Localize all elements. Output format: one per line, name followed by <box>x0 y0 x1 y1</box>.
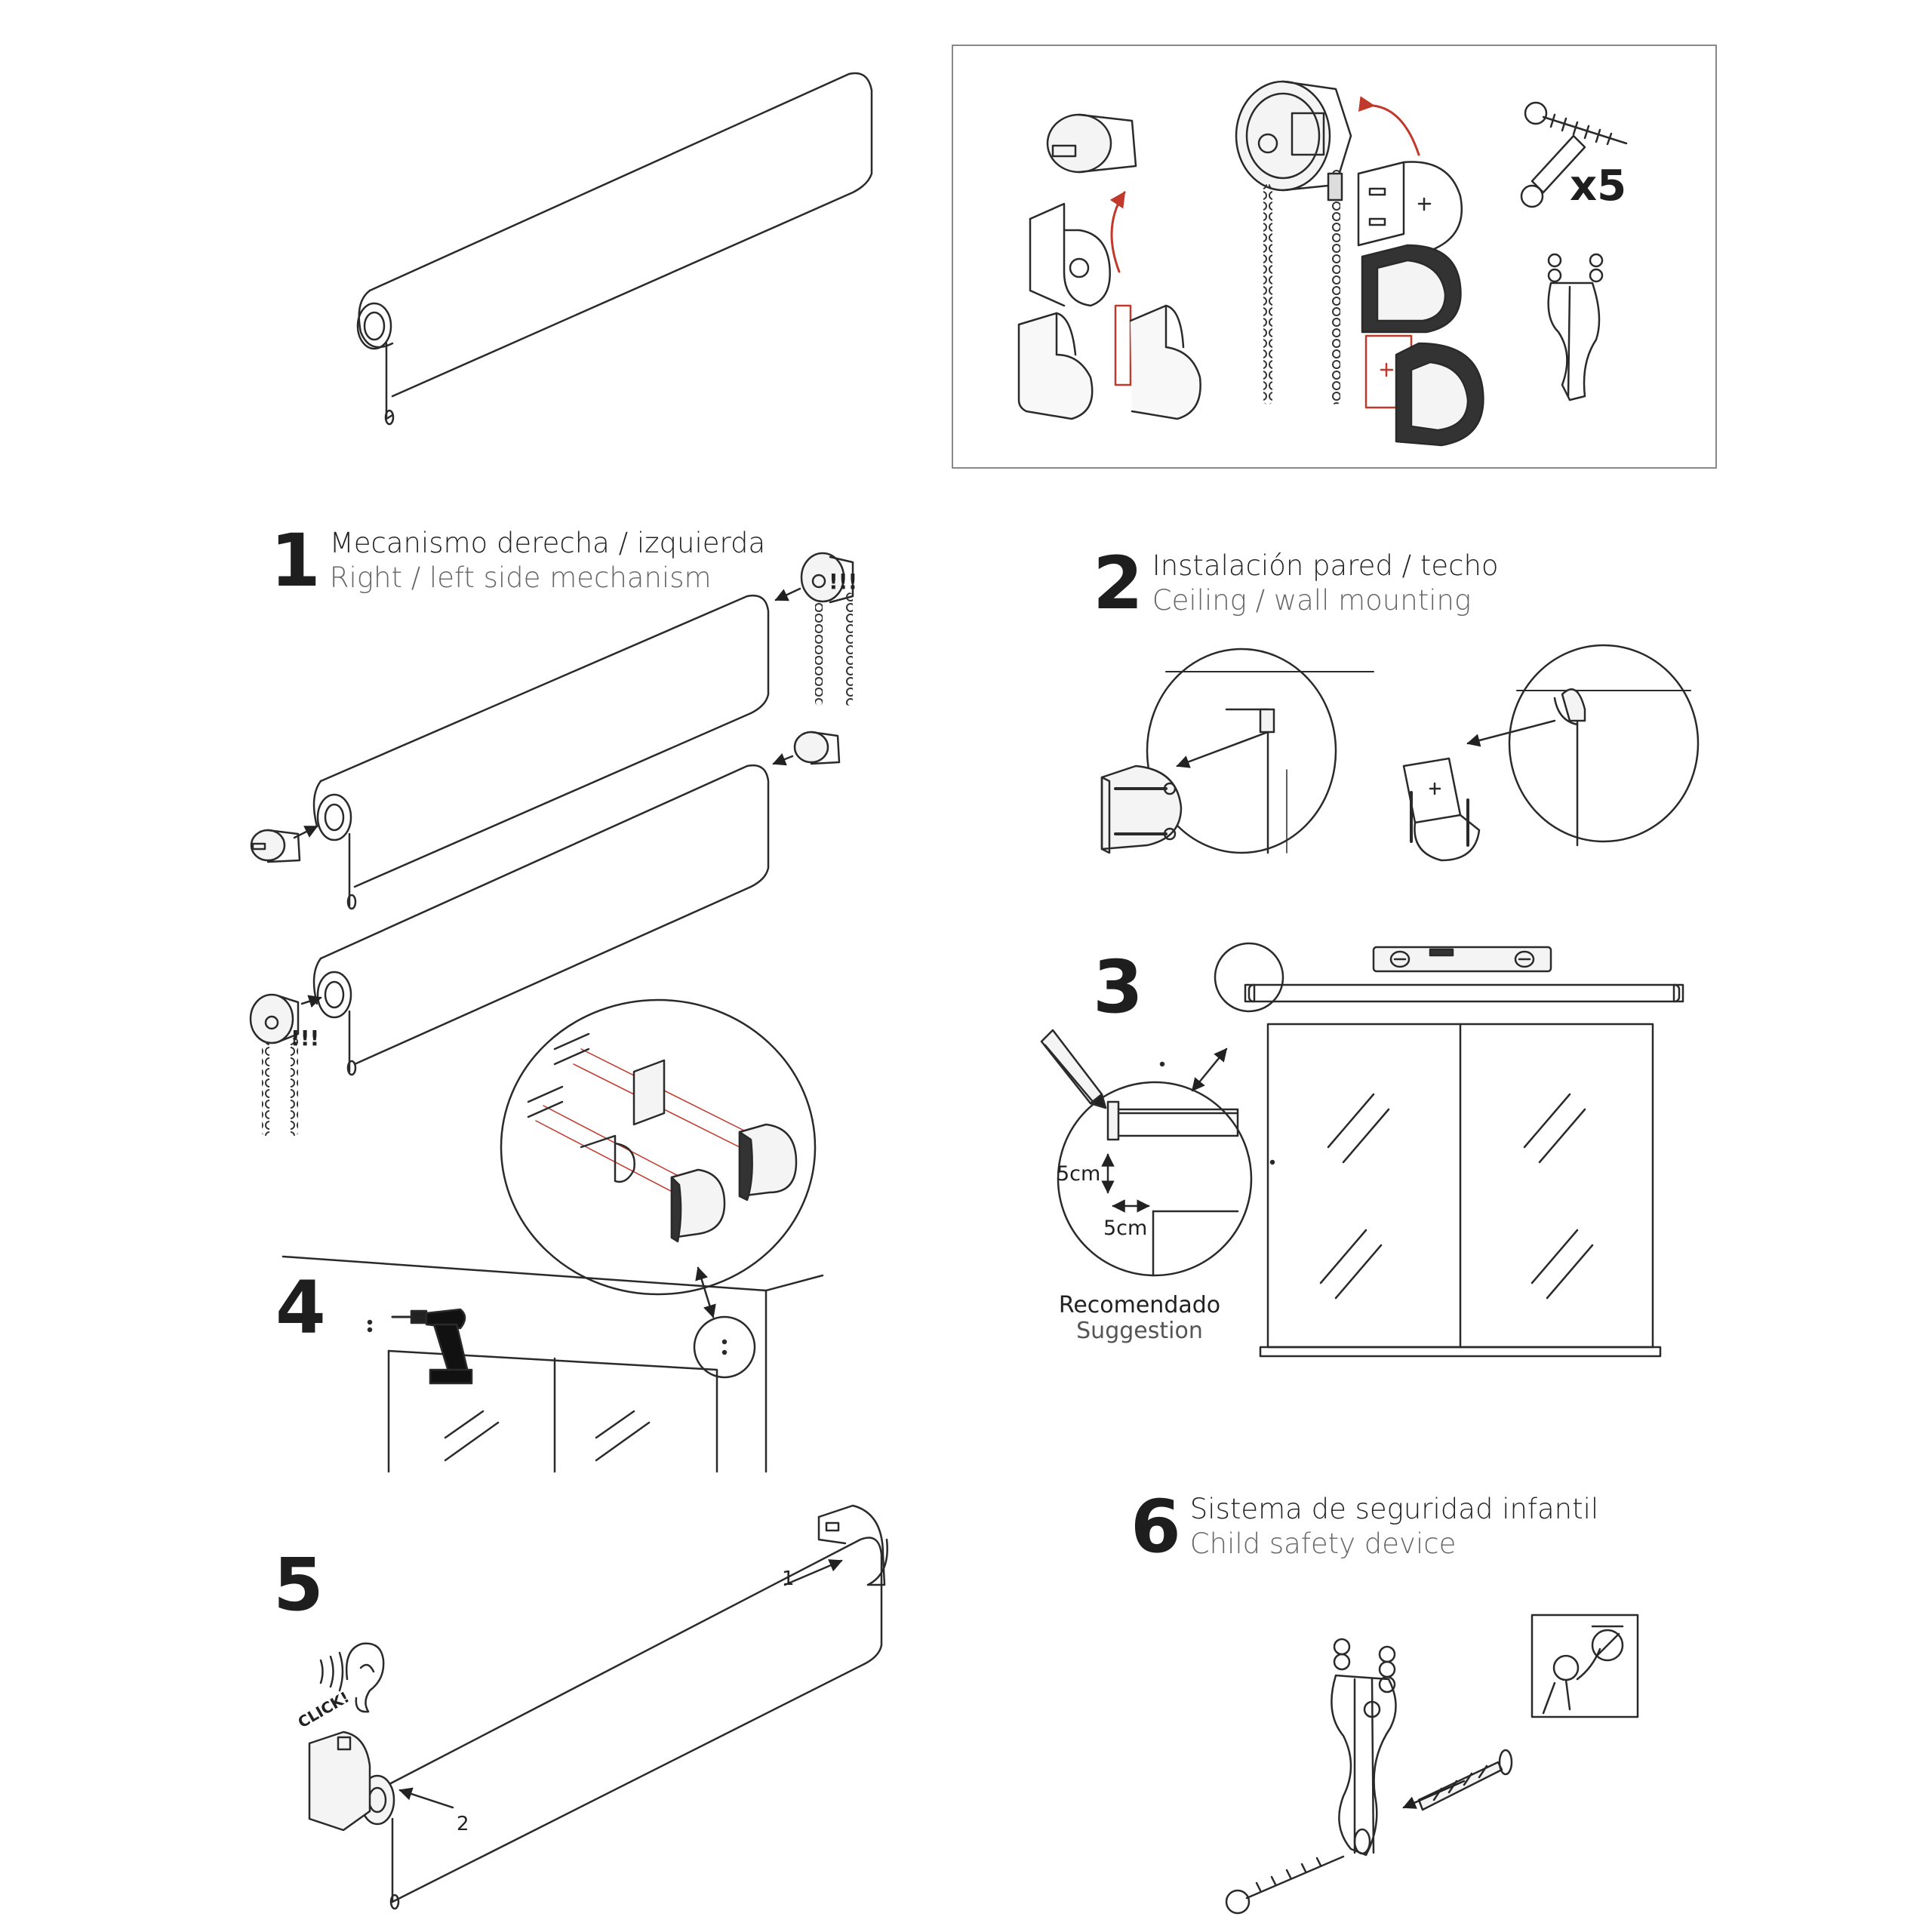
bracket-assembly-icon <box>1364 334 1484 447</box>
end-cap-right-icon <box>1114 304 1201 420</box>
step5-arrow-2-label: 2 <box>457 1813 469 1835</box>
step3-number: 3 <box>1093 945 1143 1029</box>
mounting-plate-icon <box>1357 161 1463 251</box>
step3-note-es: Recomendado <box>1058 1292 1221 1318</box>
wall-plug-icon <box>1520 134 1586 208</box>
step3-dim-horizontal: 5cm <box>1103 1217 1148 1240</box>
step1-roller-top <box>312 594 770 910</box>
roller-blind-overview <box>356 72 873 426</box>
step3-window-scene <box>1159 942 1684 1358</box>
step5-header: 5 <box>273 1549 324 1621</box>
bracket-cover-icon <box>1361 244 1462 334</box>
step6-title-en: Child safety device <box>1189 1527 1457 1560</box>
pencil-icon <box>1040 1029 1107 1109</box>
step2-wall-mount-detail <box>1100 648 1374 854</box>
wall-bracket-with-screws <box>1100 764 1183 854</box>
step1-end-plug-right <box>793 731 841 765</box>
step2-number: 2 <box>1093 541 1143 626</box>
step3-dim-vertical: 5cm <box>1057 1162 1101 1186</box>
step5-roller-installed <box>308 1504 888 1910</box>
step3-note-en: Suggestion <box>1076 1318 1203 1344</box>
step6-safety-clip-install <box>1225 1638 1513 1915</box>
step5-arrow-1-label: 1 <box>782 1567 795 1590</box>
child-reaching-icon <box>1531 1614 1639 1718</box>
step6-number: 6 <box>1131 1484 1181 1569</box>
step1-number: 1 <box>270 518 321 603</box>
step4-number: 4 <box>275 1266 326 1350</box>
step2-ceiling-mount-detail <box>1402 644 1700 862</box>
step1-chain-mechanism-bottom <box>249 993 300 1136</box>
kit-quantity-label: x5 <box>1570 162 1626 211</box>
child-safety-clip-icon <box>1547 253 1604 401</box>
step4-window-scene <box>281 1255 824 1473</box>
step1-header: 1 Mecanismo derecha / izquierda Right / … <box>270 525 765 597</box>
step2-header: 2 Instalación pared / techo Ceiling / wa… <box>1093 547 1499 620</box>
step1-title-es: Mecanismo derecha / izquierda <box>329 527 766 559</box>
step1-roller-bottom <box>312 764 770 1076</box>
step2-title-es: Instalación pared / techo <box>1152 549 1499 582</box>
step1-warning-top: !!! <box>829 569 857 594</box>
kit-contents-panel: x5 <box>952 45 1717 469</box>
ceiling-bracket-with-screws <box>1402 757 1481 862</box>
step1-title-en: Right / left side mechanism <box>329 561 712 594</box>
drill-icon <box>367 1308 473 1385</box>
chain-mechanism-icon <box>1235 80 1352 405</box>
step2-title-en: Ceiling / wall mounting <box>1152 584 1472 617</box>
step1-chain-mechanism-top <box>800 552 854 706</box>
step1-end-plug-left <box>250 829 301 863</box>
ear-icon <box>319 1642 385 1713</box>
step1-warning-bottom: !!! <box>291 1026 319 1051</box>
step6-title-es: Sistema de seguridad infantil <box>1189 1493 1599 1525</box>
end-cap-left-icon <box>1017 312 1094 420</box>
click-label: CLICK! <box>295 1687 352 1731</box>
end-plug-icon <box>1046 113 1137 174</box>
step3-measurement-circle <box>1057 1081 1253 1277</box>
step4-header: 4 <box>275 1272 326 1344</box>
step4-bracket-detail-circle <box>500 998 817 1296</box>
screw-icon <box>1524 101 1628 146</box>
wall-bracket-small-icon <box>1029 202 1111 307</box>
step3-header: 3 <box>1093 951 1143 1023</box>
step5-number: 5 <box>273 1543 324 1627</box>
step6-header: 6 Sistema de seguridad infantil Child sa… <box>1131 1491 1598 1563</box>
